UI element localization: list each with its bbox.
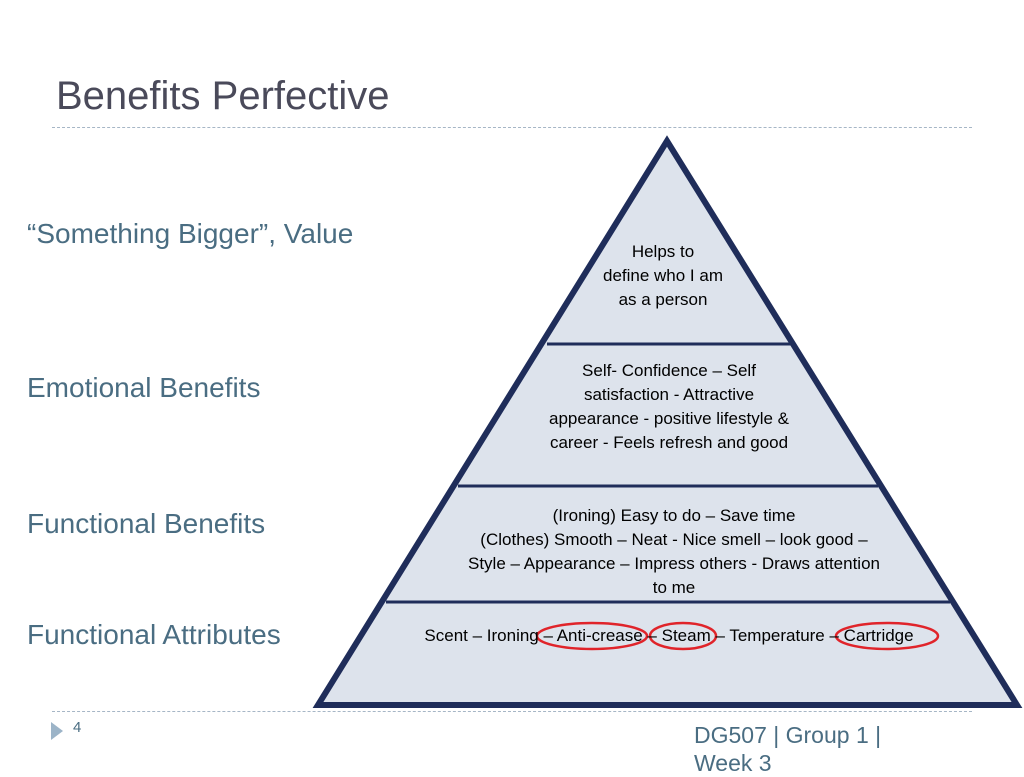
page-title: Benefits Perfective (56, 74, 390, 118)
slide-arrow-icon (51, 722, 63, 740)
footer-divider (52, 711, 972, 712)
footer-text: DG507 | Group 1 | Week 3 (694, 722, 882, 776)
level-label-value: “Something Bigger”, Value (27, 218, 354, 249)
pyramid-shape (312, 135, 1023, 708)
pyramid-level-4-text: Scent – Ironing – Anti-crease – Steam – … (424, 626, 914, 645)
level-label-functional-attributes: Functional Attributes (27, 619, 281, 650)
highlight-circle-anti-crease (535, 621, 649, 651)
pyramid-level-1-text: Helps to define who I am as a person (602, 242, 723, 309)
highlight-circle-steam (648, 621, 718, 651)
pyramid-level-2-text: Self- Confidence – Self satisfaction - A… (548, 361, 790, 452)
highlight-circle-cartridge (834, 621, 940, 651)
title-divider (52, 127, 972, 128)
slide-number: 4 (73, 719, 82, 736)
pyramid-level-3-text: (Ironing) Easy to do – Save time (Clothe… (468, 506, 880, 597)
level-label-emotional: Emotional Benefits (27, 372, 261, 403)
level-label-functional-benefits: Functional Benefits (27, 508, 266, 539)
